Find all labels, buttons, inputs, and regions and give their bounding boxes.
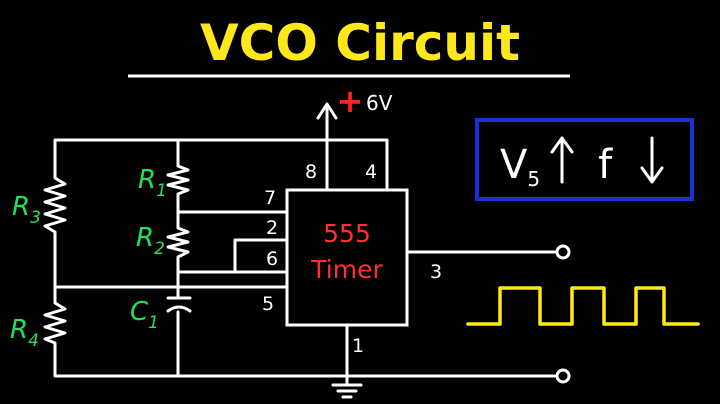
ground-symbol [331,383,363,399]
timer-chip-box [285,188,409,327]
pin-4-label: 4 [365,161,377,183]
pin-7-label: 7 [264,187,276,209]
square-wave [466,286,700,326]
output-terminal [555,244,571,260]
pin-1-label: 1 [352,335,364,357]
c1-label: C1 [130,297,159,333]
arrow-up-icon [550,136,574,184]
capacitor-c1-symbol [166,296,192,313]
r4-label: R4 [10,315,39,351]
ground-terminal [555,368,571,384]
supply-voltage-label: 6V [366,91,393,115]
r3-label: R3 [12,192,41,228]
pin-6-label: 6 [266,248,278,270]
formula-voltage: V5 [500,142,540,191]
chip-label-timer: Timer [310,255,383,284]
page-title: VCO Circuit [200,14,520,72]
resistor-r3-symbol [43,170,67,238]
resistor-r4-symbol [43,295,67,349]
r1-label: R1 [138,165,167,201]
pin-8-label: 8 [305,161,317,183]
chip-label-555: 555 [323,219,371,248]
pin-5-label: 5 [262,293,274,315]
formula-box [475,118,694,201]
r2-label: R2 [136,223,165,259]
resistor-r1-symbol [166,160,190,200]
circuit-wiring [53,138,557,386]
pin-2-label: 2 [266,217,278,239]
supply-plus-sign: + [337,82,364,120]
arrow-down-icon [640,136,664,184]
formula-frequency: f [598,142,613,188]
pin-3-label: 3 [430,261,442,283]
resistor-r2-symbol [166,222,190,264]
